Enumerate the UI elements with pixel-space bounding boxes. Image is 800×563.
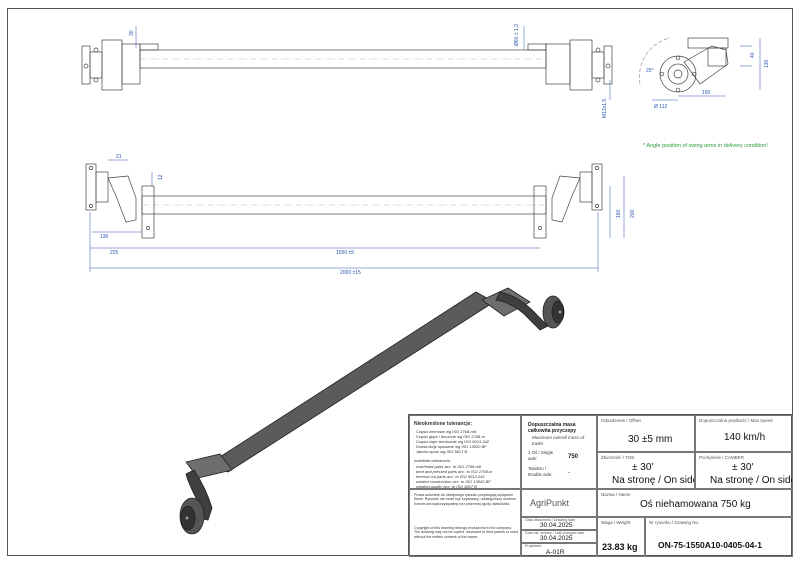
isometric-axle-view [179, 287, 565, 535]
dim-25: 25° [646, 68, 654, 74]
part-name-label: Nazwa / Name [601, 492, 631, 497]
front-view [85, 163, 603, 239]
dim-21: 21 [116, 154, 122, 160]
mass-label-en: Maximum overall mass of trailer [532, 435, 585, 446]
company-name: AgriPunkt [530, 498, 570, 508]
designer-cell: Projektant A-01R [521, 543, 597, 557]
weight-label: Waga / Weight [601, 520, 631, 525]
camber-value: ± 30' [732, 462, 754, 473]
camber-cell: Pochylenie / CAMBER ± 30' Na stronę / On… [695, 452, 793, 489]
drawing-date-cell: Data utworzenia / Drawing date 30.04.202… [521, 517, 597, 530]
weight-cell: Waga / Weight 23.83 kg [597, 517, 645, 557]
tolerances-list-en: machined parts acc. to ISO 2768-mK bent … [416, 464, 493, 489]
dim-130: 130 [764, 59, 770, 68]
dim-200: 200 [630, 209, 636, 218]
drawing-frame [7, 8, 793, 556]
front-view-dimensions [89, 159, 625, 272]
camber-side: Na stronę / On side [710, 475, 793, 486]
side-view-dimensions [652, 38, 761, 101]
weight-value: 23.83 kg [602, 542, 638, 552]
dim-2000: 2000 ±15 [340, 270, 361, 276]
designer-value: A-01R [546, 549, 565, 556]
toe-cell: Zbieżność / TOE ± 30' Na stronę / On sid… [597, 452, 695, 489]
tolerances-heading-en: Indefinite tolerances: [414, 458, 451, 463]
dim-130-front: 130 [100, 234, 109, 240]
drawing-date-value: 30.04.2025 [540, 522, 573, 529]
dim-1550: 1550 ±5 [336, 250, 354, 256]
dim-150: 150 [702, 90, 711, 96]
change-date-label: Data ost. zmiany / Last changed date [525, 531, 585, 535]
toe-value: ± 30' [632, 462, 654, 473]
offset-label: Odsadzenie / Offset [601, 418, 641, 423]
tolerances-heading: Nieokreślone tolerancje: [414, 421, 473, 427]
offset-value: 30 ±5 mm [628, 434, 673, 445]
change-date-value: 30.04.2025 [540, 535, 573, 542]
toe-label: Zbieżność / TOE [601, 455, 635, 460]
toe-side: Na stronę / On side [612, 475, 695, 486]
mass-cell: Dopuszczalna masa całkowita przyczepy Ma… [521, 415, 597, 489]
drawing-number-label: Nr rysunku / Drawing No. [649, 520, 700, 525]
swing-arm-note: * Angle position of swing arms in delive… [643, 143, 768, 149]
tolerance-item-en: welding quality acc. to ISO 5817 B [416, 484, 477, 489]
speed-value: 140 km/h [724, 432, 766, 443]
dim-112: Ø 112 [654, 104, 667, 110]
top-view [81, 39, 613, 91]
legal-cell: Prawa autorskie do niniejszego rysunku p… [409, 489, 521, 557]
speed-cell: Dopuszczalna prędkość / Max speed 140 km… [695, 415, 793, 452]
dim-12: 12 [158, 174, 164, 180]
tolerance-item-en: thermal cut parts acc. to ISO 9013-342 [416, 474, 485, 479]
dim-o60: Ø60 ± 1,3 [514, 24, 520, 46]
company-cell: AgriPunkt [521, 489, 597, 517]
dim-40: 40 [750, 52, 756, 58]
offset-cell: Odsadzenie / Offset 30 ±5 mm [597, 415, 695, 452]
designer-label: Projektant [525, 544, 542, 548]
legal-text-pl: Prawa autorskie do niniejszego rysunku p… [414, 493, 516, 506]
dim-30: 30 [129, 30, 135, 36]
tolerance-item: Jakość spoin wg ISO 5817 B [416, 449, 468, 454]
tolerances-cell: Nieokreślone tolerancje: Części zimnowe … [409, 415, 521, 489]
tolerance-item: Konstrukcje spawane wg ISO 13920 BF [416, 444, 487, 449]
dim-225: 225 [110, 250, 119, 256]
single-axle-label: 1 Oś / Single axle: [528, 450, 554, 461]
single-axle-value: 750 [568, 454, 579, 460]
name-cell: Nazwa / Name Oś niehamowana 750 kg [597, 489, 793, 517]
part-name-value: Oś niehamowana 750 kg [640, 499, 751, 510]
tandem-axle-label: Tandem / Double axle: [528, 466, 553, 477]
change-date-cell: Data ost. zmiany / Last changed date 30.… [521, 530, 597, 543]
dim-m12: M12x1,5 [602, 99, 608, 118]
tolerance-item-en: welded construction acc. to ISO 13920 BF [416, 479, 491, 484]
tandem-axle-value: - [568, 470, 570, 476]
side-view [639, 37, 729, 93]
drawing-date-label: Data utworzenia / Drawing date [525, 518, 576, 522]
tolerance-item: Części cięte termicznie wg ISO 9013-342 [416, 439, 490, 444]
tolerance-item: Części zimnowe wg ISO 2768-mK [416, 429, 477, 434]
legal-text-en: Copyright of this drawing belongs exclus… [414, 526, 518, 539]
dim-160: 160 [616, 209, 622, 218]
tolerance-item-en: machined parts acc. to ISO 2768-mK [416, 464, 482, 469]
top-view-dimensions [135, 26, 611, 100]
mass-label: Dopuszczalna masa całkowita przyczepy [528, 422, 577, 434]
camber-label: Pochylenie / CAMBER [699, 455, 745, 460]
tolerance-item: Części gięte / tłoczone wg ISO 2768-m [416, 434, 485, 439]
drawing-number-cell: Nr rysunku / Drawing No. ON-75-1550A10-0… [645, 517, 793, 557]
tolerances-list: Części zimnowe wg ISO 2768-mK Części gię… [416, 429, 489, 454]
drawing-number-value: ON-75-1550A10-0405-04-1 [658, 540, 762, 550]
tolerance-item-en: bent and pressed parts acc. to ISO 2768-… [416, 469, 493, 474]
speed-label: Dopuszczalna prędkość / Max speed [699, 418, 773, 423]
title-block: Nieokreślone tolerancje: Części zimnowe … [408, 414, 793, 557]
